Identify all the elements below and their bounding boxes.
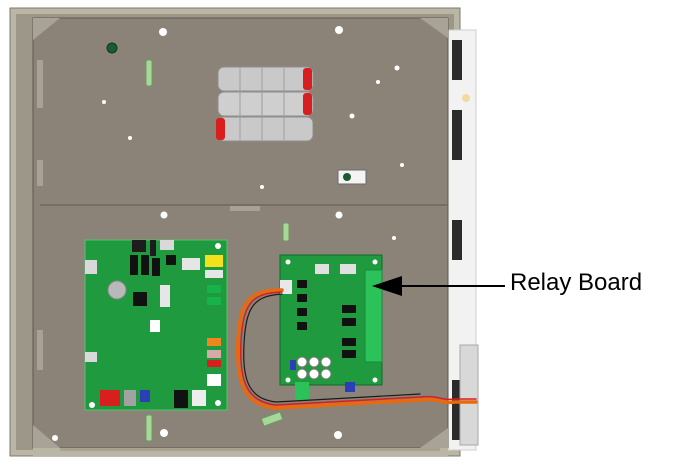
controller-board bbox=[85, 240, 227, 410]
relay-board-label: Relay Board bbox=[510, 268, 642, 298]
small-switch bbox=[338, 170, 366, 184]
enclosure-side-wall bbox=[446, 30, 478, 450]
relay-board bbox=[280, 255, 382, 400]
bottom-rail bbox=[33, 448, 448, 456]
battery-pack bbox=[216, 67, 313, 141]
